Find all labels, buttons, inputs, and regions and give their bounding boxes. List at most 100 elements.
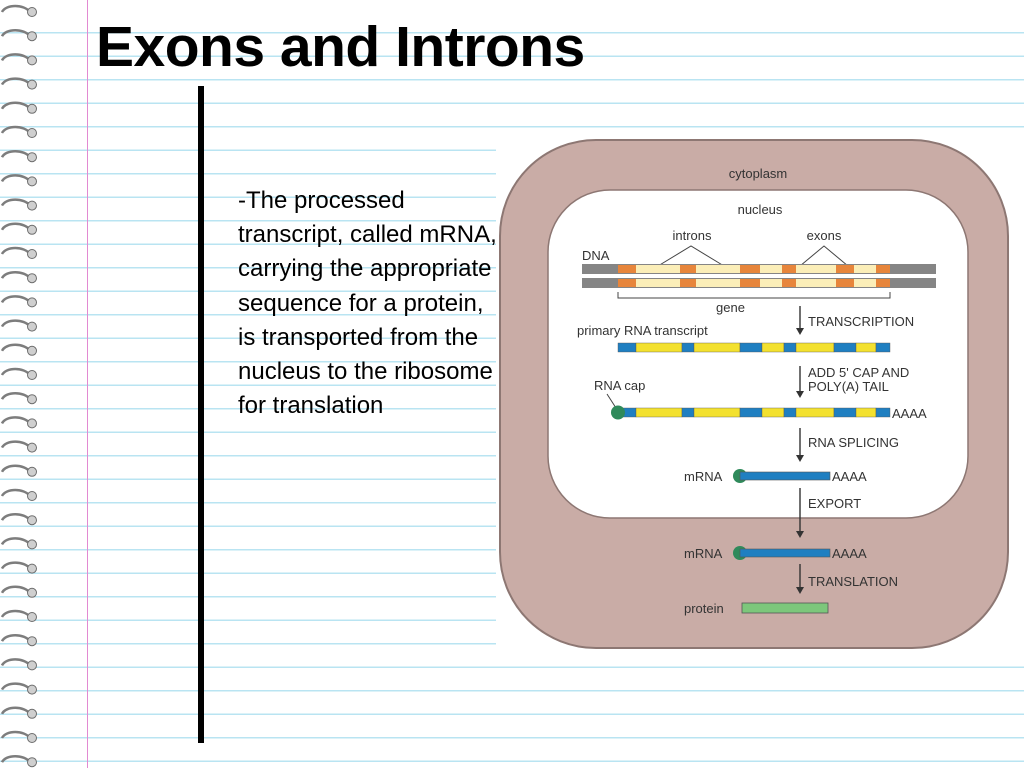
spiral-ring: [2, 175, 30, 181]
introns-label: introns: [672, 228, 712, 243]
rna-exon: [876, 343, 890, 352]
spiral-ring: [2, 417, 30, 423]
mrna-strand-cytoplasm: [740, 549, 830, 557]
dna-intron: [696, 265, 740, 273]
rna-exon: [876, 408, 890, 417]
spiral-hole: [28, 661, 37, 670]
spiral-hole: [28, 419, 37, 428]
spiral-hole: [28, 371, 37, 380]
slide-title: Exons and Introns: [96, 14, 585, 80]
spiral-ring: [2, 756, 30, 762]
rna-exon: [784, 408, 796, 417]
dna-exon: [782, 265, 796, 273]
spiral-hole: [28, 734, 37, 743]
primary-rna-transcript: [618, 343, 890, 352]
polya-tail-label-3: AAAA: [832, 546, 867, 561]
dna-intron: [796, 279, 836, 287]
dna-exon: [680, 265, 696, 273]
primary-transcript-label: primary RNA transcript: [577, 323, 708, 338]
spiral-hole: [28, 685, 37, 694]
dna-exon: [836, 279, 854, 287]
rna-exon: [740, 408, 762, 417]
rna-intron: [694, 343, 740, 352]
step-rna-splicing: RNA SPLICING: [808, 435, 899, 450]
rna-intron: [856, 343, 876, 352]
step-export: EXPORT: [808, 496, 861, 511]
dna-exon: [782, 279, 796, 287]
dna-intron: [636, 265, 680, 273]
spiral-hole: [28, 104, 37, 113]
spiral-ring: [2, 345, 30, 351]
dna-intron: [854, 279, 876, 287]
dna-exon: [740, 265, 760, 273]
protein-label: protein: [684, 601, 724, 616]
rna-5-prime-cap: [611, 406, 625, 420]
spiral-ring: [2, 659, 30, 665]
spiral-hole: [28, 467, 37, 476]
spiral-ring: [2, 200, 30, 206]
spiral-hole: [28, 613, 37, 622]
mrna-strand-nucleus: [740, 472, 830, 480]
spiral-ring: [2, 490, 30, 496]
dna-intron: [760, 279, 782, 287]
spiral-hole: [28, 637, 37, 646]
nucleus-label: nucleus: [738, 202, 783, 217]
spiral-hole: [28, 8, 37, 17]
spiral-ring: [2, 635, 30, 641]
spiral-ring: [2, 103, 30, 109]
spiral-ring: [2, 442, 30, 448]
slide-body-text: -The processed transcript, called mRNA, …: [238, 184, 500, 423]
dna-exon: [836, 265, 854, 273]
spiral-ring: [2, 538, 30, 544]
vertical-divider: [198, 86, 204, 743]
rna-exon: [682, 343, 694, 352]
rna-cap-label: RNA cap: [594, 378, 645, 393]
rna-exon: [834, 343, 856, 352]
dna-exon: [618, 279, 636, 287]
spiral-ring: [2, 393, 30, 399]
dna-exon: [680, 279, 696, 287]
spiral-ring: [2, 514, 30, 520]
dna-intron: [854, 265, 876, 273]
spiral-hole: [28, 346, 37, 355]
rna-exon: [784, 343, 796, 352]
dna-exon: [618, 265, 636, 273]
nucleus-region: [548, 190, 968, 518]
spiral-hole: [28, 32, 37, 41]
spiral-ring: [2, 611, 30, 617]
rna-intron: [856, 408, 876, 417]
dna-intron: [796, 265, 836, 273]
spiral-hole: [28, 492, 37, 501]
notebook-margin-line: [87, 0, 88, 768]
mrna-label-nucleus: mRNA: [684, 469, 723, 484]
rna-exon: [740, 343, 762, 352]
spiral-ring: [2, 151, 30, 157]
spiral-hole: [28, 322, 37, 331]
spiral-ring: [2, 684, 30, 690]
spiral-hole: [28, 564, 37, 573]
spiral-ring: [2, 30, 30, 36]
spiral-hole: [28, 395, 37, 404]
spiral-hole: [28, 516, 37, 525]
step-cap-tail-line2: POLY(A) TAIL: [808, 379, 889, 394]
rna-exon: [682, 408, 694, 417]
dna-intron: [696, 279, 740, 287]
rna-intron: [636, 408, 682, 417]
spiral-ring: [2, 224, 30, 230]
mrna-label-cytoplasm: mRNA: [684, 546, 723, 561]
rna-intron: [796, 408, 834, 417]
spiral-hole: [28, 56, 37, 65]
rna-intron: [762, 408, 784, 417]
polya-tail-label-2: AAAA: [832, 469, 867, 484]
gene-expression-diagram: cytoplasm nucleus introns exons DNA gene…: [496, 128, 1024, 656]
spiral-hole: [28, 540, 37, 549]
spiral-hole: [28, 80, 37, 89]
spiral-ring: [2, 79, 30, 85]
spiral-hole: [28, 298, 37, 307]
spiral-hole: [28, 177, 37, 186]
spiral-hole: [28, 153, 37, 162]
step-translation: TRANSLATION: [808, 574, 898, 589]
rna-intron: [694, 408, 740, 417]
spiral-hole: [28, 129, 37, 138]
cytoplasm-label: cytoplasm: [729, 166, 788, 181]
